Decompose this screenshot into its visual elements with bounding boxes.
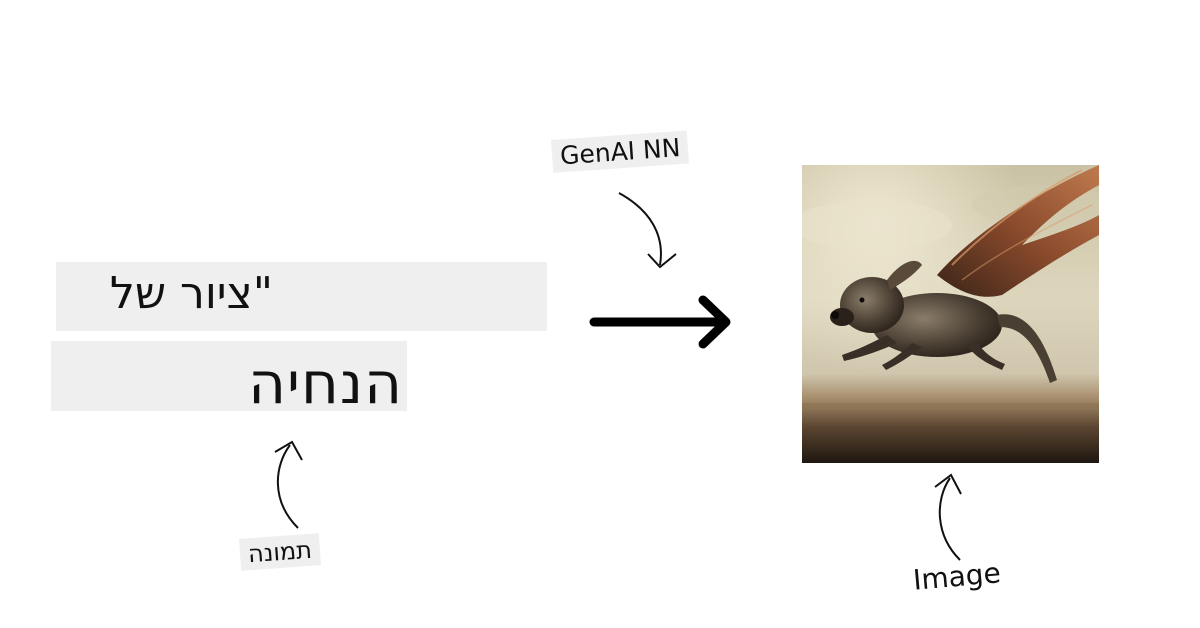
prompt-line2-box: הנחיה bbox=[51, 341, 407, 417]
winged-dog-image bbox=[792, 165, 1112, 463]
generated-image bbox=[792, 165, 1112, 463]
curved-arrow-icon bbox=[618, 192, 677, 269]
curved-arrow-icon bbox=[934, 473, 962, 561]
right-arrow-icon bbox=[589, 295, 731, 349]
prompt-line1-text: "ציור של bbox=[109, 268, 273, 319]
prompt-line2-text: הנחיה bbox=[248, 349, 403, 417]
prompt-line1-box: "ציור של bbox=[56, 262, 547, 331]
curved-arrow-icon bbox=[274, 440, 303, 529]
